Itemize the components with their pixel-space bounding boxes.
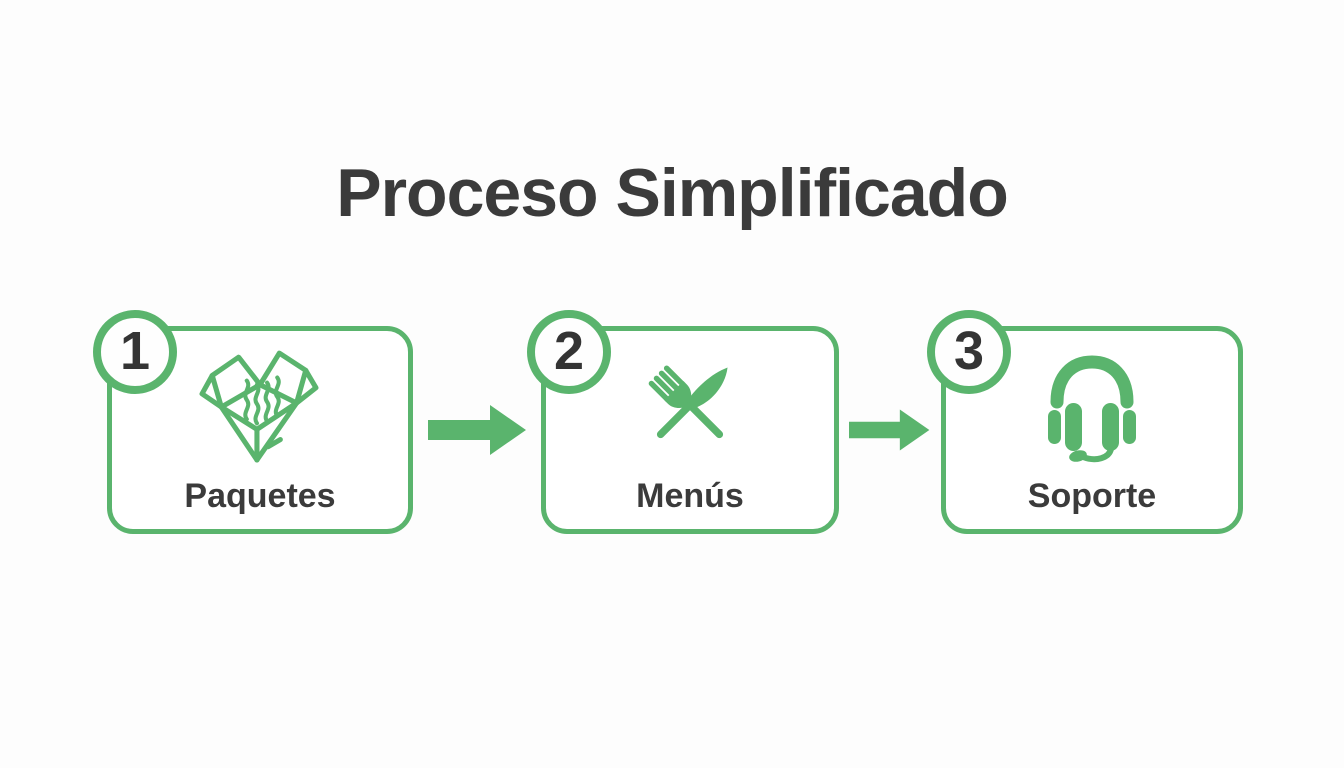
step-label: Menús (636, 476, 744, 515)
right-arrow-icon (849, 407, 931, 453)
step-number: 1 (119, 320, 151, 381)
right-arrow-icon (428, 402, 528, 458)
step-label: Soporte (1027, 476, 1157, 515)
step-number: 2 (553, 320, 585, 381)
step-1-badge: 1 (93, 310, 177, 394)
page-title: Proceso Simplificado (336, 154, 1009, 231)
open-box-icon (112, 339, 408, 471)
step-2-badge: 2 (527, 310, 611, 394)
step-card-paquetes: 1 (93, 310, 413, 534)
step-3-badge: 3 (927, 310, 1011, 394)
headset-icon (946, 339, 1238, 471)
fork-knife-icon (546, 339, 834, 471)
step-label: Paquetes (184, 476, 336, 515)
step-number: 3 (953, 320, 985, 381)
step-card-menus: 2 Menús (527, 310, 839, 534)
step-card-soporte: 3 Soporte (927, 310, 1243, 534)
